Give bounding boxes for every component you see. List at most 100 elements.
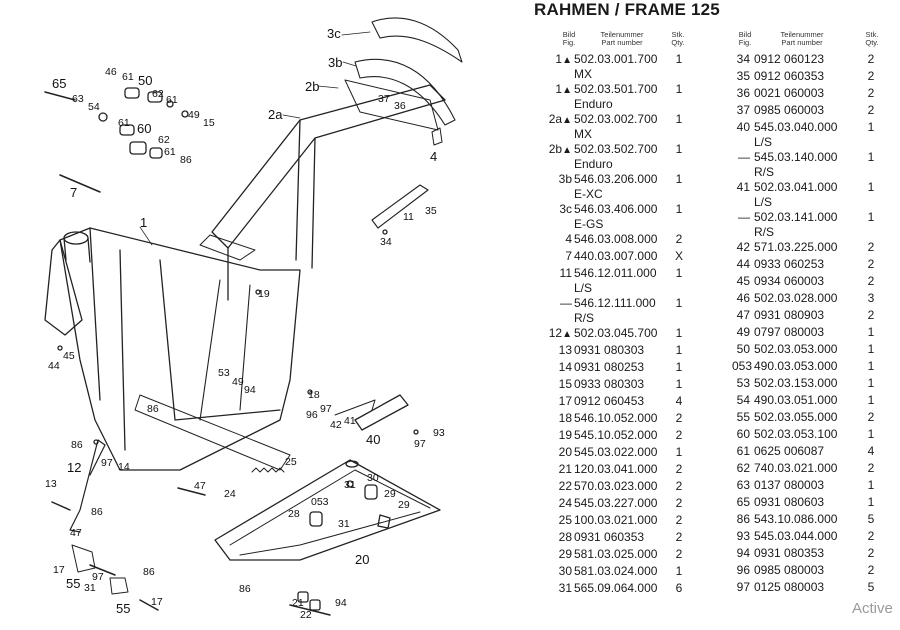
figure-number-text: 44 xyxy=(736,257,750,271)
figure-number-text: 3c xyxy=(559,202,572,216)
figure-number-text: 63 xyxy=(736,478,750,492)
part-variant-note: L/S xyxy=(574,281,593,295)
quantity: 1 xyxy=(867,393,875,407)
figure-number-text: — xyxy=(738,150,750,164)
part-number: 545.03.044.000 xyxy=(754,529,838,543)
figure-number-text: 50 xyxy=(736,342,750,356)
figure-number-text: 13 xyxy=(558,343,572,357)
header-fig-de: Bild xyxy=(562,30,576,39)
header-part-en: Part number xyxy=(781,38,823,47)
part-number: 546.12.011.000 xyxy=(574,266,657,280)
header-part-en: Part number xyxy=(601,38,643,47)
figure-number: 28 xyxy=(534,530,572,545)
figure-number: 34 xyxy=(732,52,750,67)
figure-number-text: 15 xyxy=(558,377,572,391)
figure-number: 7 xyxy=(534,249,572,264)
figure-number: 41 xyxy=(732,180,750,195)
part-variant-note: E-XC xyxy=(574,187,603,201)
exploded-frame-diagram: 3c 3b 2b 2a 65 46 61 50 63 54 62 61 49 1… xyxy=(44,17,463,621)
part-number: 0912 060353 xyxy=(754,69,825,83)
part-number: 0985 080003 xyxy=(754,563,825,577)
callout-label: 17 xyxy=(53,564,65,576)
figure-number: 13 xyxy=(534,343,572,358)
quantity: 2 xyxy=(867,410,875,424)
figure-number-text: — xyxy=(738,210,750,224)
callout-label: 4 xyxy=(430,149,438,164)
part-number: 0137 080003 xyxy=(754,478,825,492)
callout-label: 41 xyxy=(344,415,356,427)
part-number: 0931 080253 xyxy=(574,360,645,374)
figure-number: 15 xyxy=(534,377,572,392)
fender-cover-3c xyxy=(371,17,463,63)
callout-label: 14 xyxy=(118,461,130,473)
part-number: 545.10.052.000 xyxy=(574,428,658,442)
part-number: 740.03.021.000 xyxy=(754,461,838,475)
quantity: 2 xyxy=(675,232,683,246)
callout-label: 42 xyxy=(330,419,342,431)
callout-label: 55 xyxy=(116,601,131,616)
quantity: 2 xyxy=(675,513,683,527)
figure-number-text: 4 xyxy=(565,232,572,246)
main-frame xyxy=(59,227,301,471)
callout-label: 31 xyxy=(84,582,96,594)
callout-label: 45 xyxy=(63,350,75,362)
figure-number-text: 35 xyxy=(736,69,750,83)
callout-label: 65 xyxy=(52,76,67,91)
part-number: 0797 080003 xyxy=(754,325,825,339)
quantity: 1 xyxy=(867,180,875,194)
part-number: 546.10.052.000 xyxy=(574,411,658,425)
triangle-marker-icon: ▲ xyxy=(562,115,572,126)
figure-number: 97 xyxy=(732,580,750,595)
part-variant-note: Enduro xyxy=(574,157,613,171)
quantity: 2 xyxy=(675,496,683,510)
figure-number: 40 xyxy=(732,120,750,135)
part-number: 581.03.024.000 xyxy=(574,564,658,578)
activation-watermark: Active xyxy=(852,600,893,617)
callout-label: 2a xyxy=(268,107,283,122)
figure-number-text: 93 xyxy=(736,529,750,543)
callout-label: 47 xyxy=(194,480,206,492)
quantity: 2 xyxy=(675,462,683,476)
figure-number-text: 41 xyxy=(736,180,750,194)
figure-number-text: 11 xyxy=(559,266,572,280)
header-qty-de: Stk. xyxy=(671,30,685,39)
bracket-11 xyxy=(371,184,429,229)
quantity: 1 xyxy=(675,564,683,578)
figure-number: 62 xyxy=(732,461,750,476)
header-qty-de: Stk. xyxy=(865,30,879,39)
part-number: 502.03.002.700 xyxy=(574,112,658,126)
quantity: 5 xyxy=(867,580,875,594)
figure-number: 55 xyxy=(732,410,750,425)
quantity: 1 xyxy=(675,343,683,357)
figure-number: 47 xyxy=(732,308,750,323)
figure-number: 1▲ xyxy=(534,82,572,98)
callout-label: 12 xyxy=(67,460,82,475)
callout-label: 29 xyxy=(398,499,410,511)
figure-number-text: 22 xyxy=(558,479,572,493)
callout-label: 34 xyxy=(380,236,392,248)
quantity: 2 xyxy=(867,69,875,83)
quantity: 2 xyxy=(675,411,683,425)
part-number: 490.03.051.000 xyxy=(754,393,838,407)
callout-label: 63 xyxy=(72,93,84,105)
figure-number: 96 xyxy=(732,563,750,578)
figure-number: 86 xyxy=(732,512,750,527)
figure-number: 11 xyxy=(534,266,572,281)
callout-label: 49 xyxy=(188,109,200,121)
callout-label: 28 xyxy=(288,508,300,520)
part-variant-note: MX xyxy=(574,67,592,81)
part-number: 545.03.140.000 xyxy=(754,150,838,164)
quantity: 2 xyxy=(675,428,683,442)
callout-label: 21 xyxy=(292,597,304,609)
